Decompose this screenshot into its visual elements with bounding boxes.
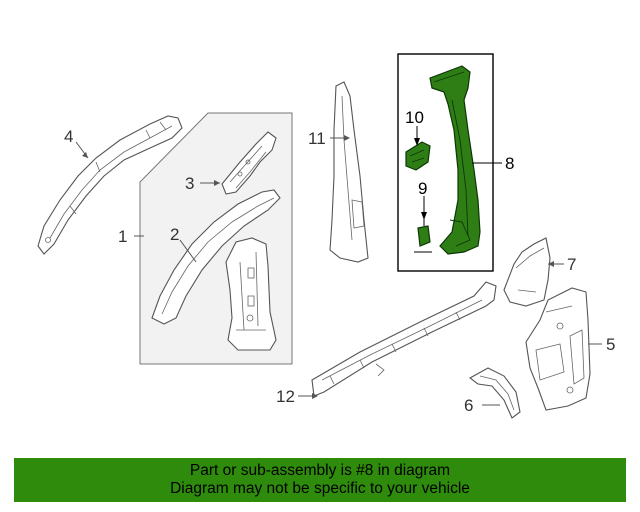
part-5-quarter-inner[interactable]: [525, 287, 591, 411]
callout-5: 5: [588, 335, 615, 354]
banner-line-2: Diagram may not be specific to your vehi…: [170, 480, 470, 497]
callout-12: 12: [276, 387, 318, 406]
callout-11: 11: [308, 129, 350, 148]
callout-9: 9: [418, 179, 427, 220]
callout-12-label: 12: [276, 387, 295, 406]
callout-2-label: 2: [170, 225, 179, 244]
callout-9-label: 9: [418, 179, 427, 198]
part-9-clip[interactable]: [414, 214, 432, 253]
part-10-bracket[interactable]: [405, 141, 431, 171]
callout-8-label: 8: [505, 154, 514, 173]
part-12-rocker-panel[interactable]: [311, 281, 497, 397]
callout-1: 1: [118, 227, 144, 246]
callout-3-label: 3: [185, 174, 194, 193]
info-banner: Part or sub-assembly is #8 in diagram Di…: [14, 458, 626, 502]
callout-3: 3: [185, 174, 220, 193]
part-4-roof-rail[interactable]: [37, 115, 183, 255]
callout-11-label: 11: [308, 129, 326, 148]
callout-6-label: 6: [464, 396, 473, 415]
part-6-wheelhouse[interactable]: [468, 367, 521, 419]
part-3-reinforcement[interactable]: [221, 131, 277, 195]
banner-line-1: Part or sub-assembly is #8 in diagram: [189, 462, 451, 479]
callout-10: 10: [405, 108, 424, 146]
part-2-inner-pillar[interactable]: [151, 189, 281, 325]
callout-7-label: 7: [567, 255, 576, 274]
callout-4-label: 4: [64, 127, 73, 146]
callout-5-label: 5: [606, 335, 615, 354]
callout-8: 8: [472, 154, 514, 173]
part-1-lower-bracket[interactable]: [225, 237, 277, 351]
callout-2: 2: [170, 225, 197, 263]
callout-1-label: 1: [118, 227, 127, 246]
callout-6: 6: [464, 396, 500, 415]
part-8-b-pillar[interactable]: [429, 65, 481, 255]
part-11-pillar-trim[interactable]: [329, 81, 369, 263]
callout-4: 4: [64, 127, 89, 159]
callout-7: 7: [548, 255, 576, 274]
callout-10-label: 10: [405, 108, 424, 127]
part-7-pillar-cover[interactable]: [503, 237, 551, 307]
